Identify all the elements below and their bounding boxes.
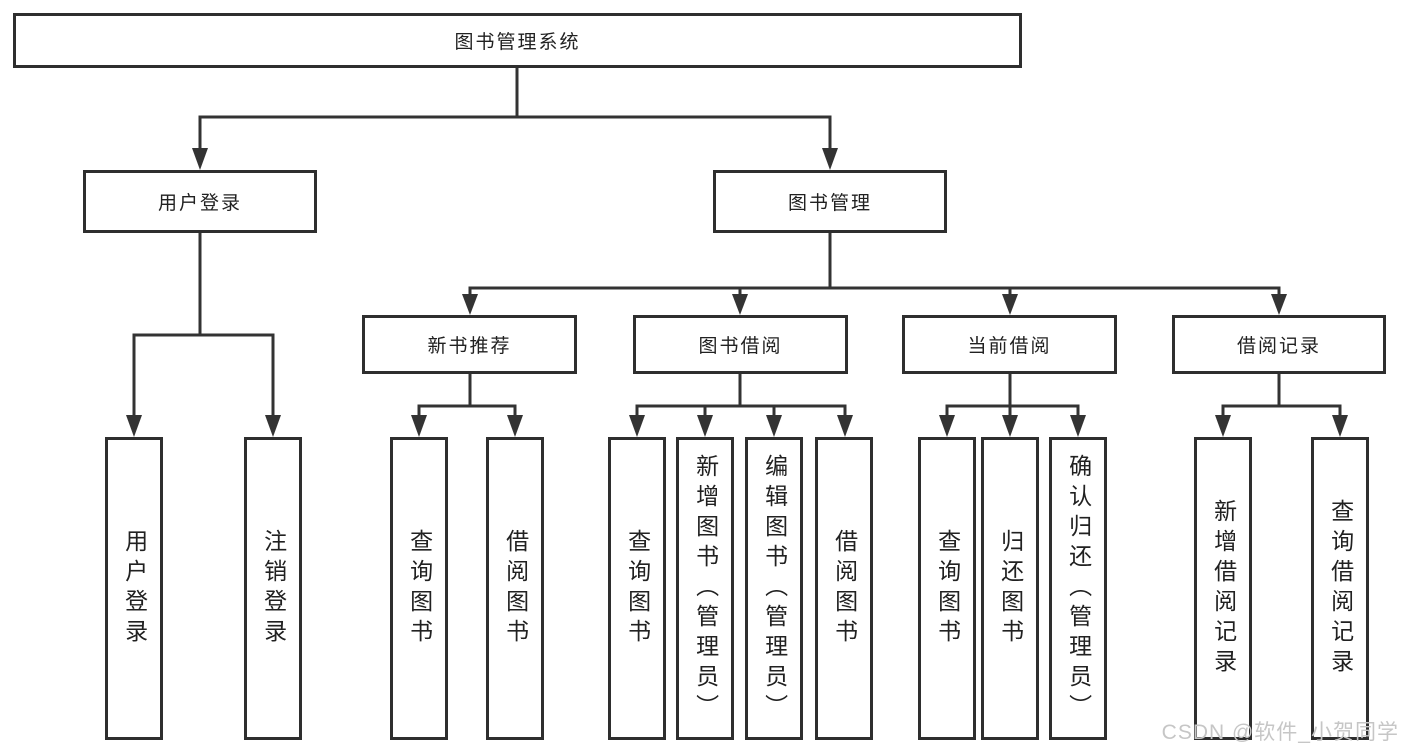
leaf-logout-label: 注销登录 bbox=[260, 528, 287, 649]
node-current-borrow: 当前借阅 bbox=[902, 315, 1117, 374]
leaf-borrow-books-borrow-label: 借阅图书 bbox=[831, 528, 858, 649]
connector-user-login-branch bbox=[132, 231, 275, 420]
node-current-borrow-label: 当前借阅 bbox=[967, 336, 1052, 357]
leaf-query-books-recommend: 查询图书 bbox=[390, 437, 448, 740]
leaf-query-books-borrow-label: 查询图书 bbox=[624, 528, 651, 649]
node-borrow-records: 借阅记录 bbox=[1172, 315, 1386, 374]
node-new-book-recommend: 新书推荐 bbox=[362, 315, 577, 374]
node-book-mgmt: 图书管理 bbox=[713, 170, 947, 233]
leaf-borrow-books-recommend: 借阅图书 bbox=[486, 437, 544, 740]
node-root-label: 图书管理系统 bbox=[454, 32, 581, 53]
connector-book-mgmt-branch bbox=[468, 231, 1281, 300]
leaf-borrow-books-recommend-label: 借阅图书 bbox=[502, 528, 529, 649]
leaf-return-books-label: 归还图书 bbox=[997, 528, 1024, 649]
leaf-query-books-current: 查询图书 bbox=[918, 437, 976, 740]
leaf-borrow-books-borrow: 借阅图书 bbox=[815, 437, 873, 740]
connector-new-book-branch bbox=[417, 372, 517, 420]
leaf-query-books-borrow: 查询图书 bbox=[608, 437, 666, 740]
leaf-add-book-admin: 新增图书（管理员） bbox=[676, 437, 734, 740]
leaf-query-books-recommend-label: 查询图书 bbox=[406, 528, 433, 649]
node-user-login: 用户登录 bbox=[83, 170, 317, 233]
leaf-query-borrow-record-label: 查询借阅记录 bbox=[1327, 498, 1354, 679]
node-book-borrow: 图书借阅 bbox=[633, 315, 848, 374]
leaf-user-login: 用户登录 bbox=[105, 437, 163, 740]
leaf-edit-book-admin-label: 编辑图书（管理员） bbox=[761, 453, 788, 724]
connector-current-borrow-branch bbox=[945, 372, 1080, 420]
leaf-query-books-current-label: 查询图书 bbox=[934, 528, 961, 649]
csdn-watermark: CSDN @软件_小贺同学 bbox=[1161, 721, 1399, 744]
node-book-borrow-label: 图书借阅 bbox=[698, 336, 783, 357]
connector-book-borrow-branch bbox=[635, 372, 847, 420]
leaf-add-borrow-record: 新增借阅记录 bbox=[1194, 437, 1252, 740]
node-book-mgmt-label: 图书管理 bbox=[787, 193, 872, 214]
leaf-add-book-admin-label: 新增图书（管理员） bbox=[692, 453, 719, 724]
node-root: 图书管理系统 bbox=[13, 13, 1022, 68]
leaf-add-borrow-record-label: 新增借阅记录 bbox=[1210, 498, 1237, 679]
leaf-edit-book-admin: 编辑图书（管理员） bbox=[745, 437, 803, 740]
connector-borrow-records-branch bbox=[1221, 372, 1342, 420]
node-user-login-label: 用户登录 bbox=[157, 193, 242, 214]
leaf-return-books: 归还图书 bbox=[981, 437, 1039, 740]
leaf-confirm-return-admin: 确认归还（管理员） bbox=[1049, 437, 1107, 740]
node-new-book-recommend-label: 新书推荐 bbox=[427, 336, 512, 357]
leaf-query-borrow-record: 查询借阅记录 bbox=[1311, 437, 1369, 740]
node-borrow-records-label: 借阅记录 bbox=[1236, 336, 1321, 357]
leaf-user-login-label: 用户登录 bbox=[121, 528, 148, 649]
connector-root bbox=[198, 66, 832, 152]
leaf-confirm-return-admin-label: 确认归还（管理员） bbox=[1065, 453, 1092, 724]
leaf-logout: 注销登录 bbox=[244, 437, 302, 740]
